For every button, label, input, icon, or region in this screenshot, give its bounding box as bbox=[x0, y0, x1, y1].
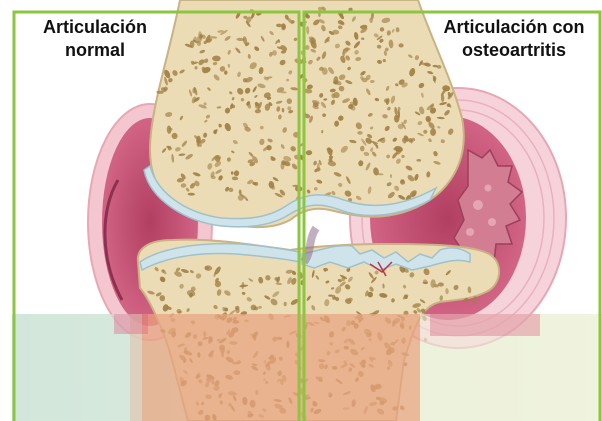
label-oa-line1: Articulación con bbox=[428, 16, 600, 39]
label-oa-line2: osteoartritis bbox=[428, 39, 600, 62]
label-osteoarthritis-joint: Articulación con osteoartritis bbox=[428, 16, 600, 62]
label-normal-joint: Articulación normal bbox=[20, 16, 170, 62]
label-normal-line1: Articulación bbox=[20, 16, 170, 39]
label-normal-line2: normal bbox=[20, 39, 170, 62]
femur-bone bbox=[150, 0, 464, 227]
bone-shaft-overlay bbox=[130, 314, 420, 421]
